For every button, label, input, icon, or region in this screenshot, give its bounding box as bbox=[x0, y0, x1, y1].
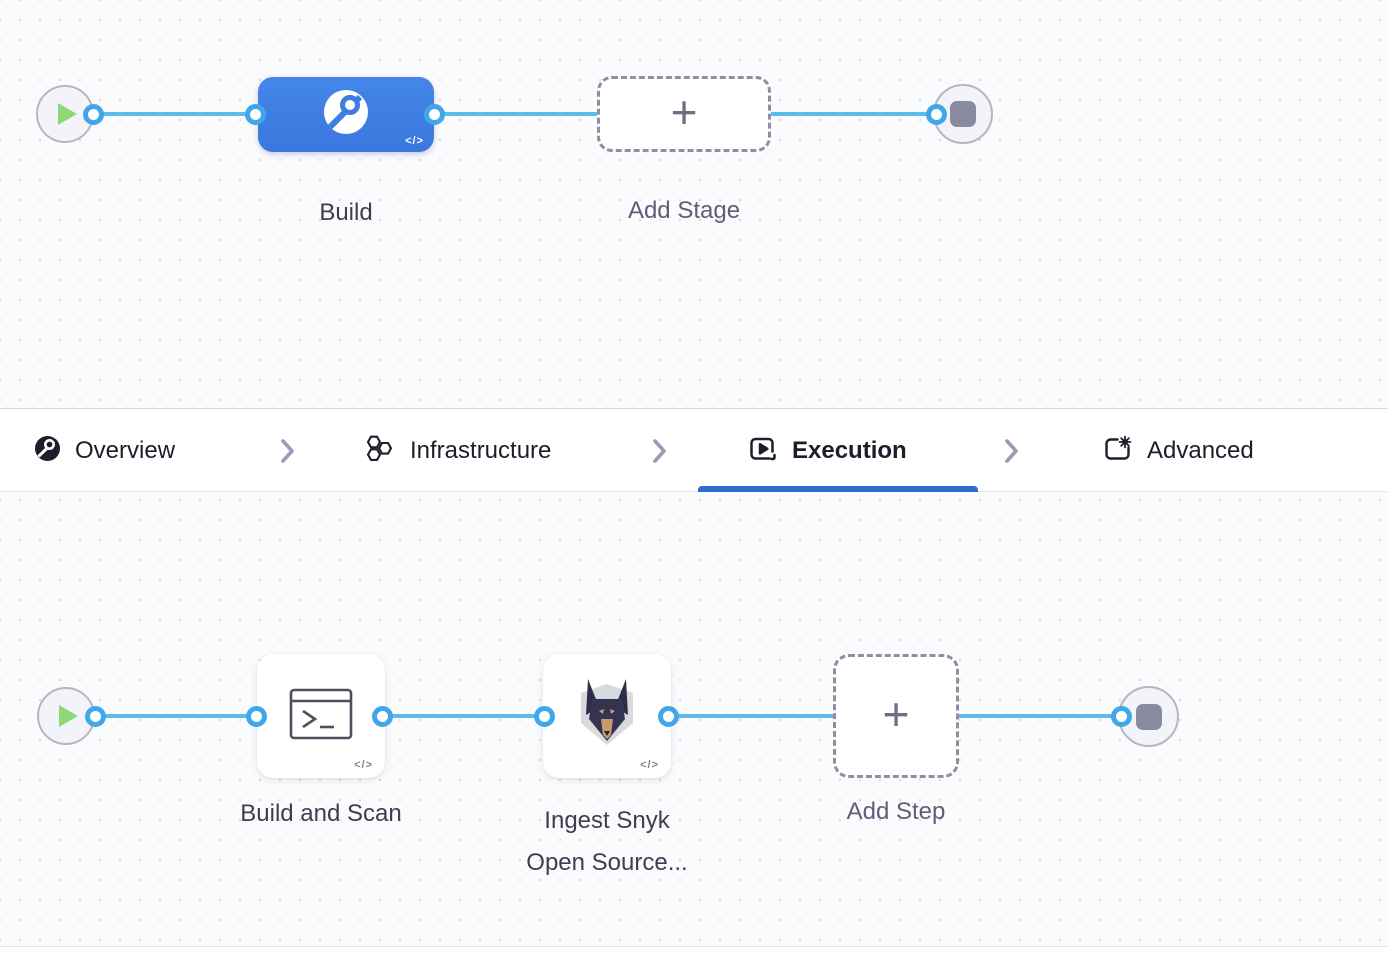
terminal-icon bbox=[289, 688, 353, 745]
add-step-label: Add Step bbox=[846, 798, 946, 825]
code-view-badge[interactable]: </> bbox=[640, 759, 659, 771]
connector-port[interactable] bbox=[83, 104, 104, 125]
stage-tab-bar: Overview Infrastructure bbox=[0, 408, 1388, 492]
code-view-badge[interactable]: </> bbox=[405, 135, 424, 147]
stop-icon bbox=[950, 101, 976, 127]
play-icon bbox=[58, 103, 77, 125]
connector-line bbox=[434, 112, 598, 116]
add-stage-button[interactable]: + bbox=[597, 76, 771, 152]
tab-overview[interactable]: Overview bbox=[34, 409, 175, 493]
connector-port[interactable] bbox=[1111, 706, 1132, 727]
connector-line bbox=[959, 714, 1121, 718]
infrastructure-icon bbox=[364, 434, 396, 469]
connector-line bbox=[95, 714, 257, 718]
step-card-ingest-snyk[interactable]: </> bbox=[543, 654, 671, 778]
connector-port[interactable] bbox=[372, 706, 393, 727]
advanced-icon bbox=[1103, 434, 1133, 469]
chevron-right-icon bbox=[280, 438, 295, 469]
plus-icon: + bbox=[670, 86, 698, 138]
connector-line bbox=[93, 112, 255, 116]
pipeline-overview-icon bbox=[34, 435, 61, 467]
plus-icon: + bbox=[882, 688, 910, 740]
ci-build-icon bbox=[322, 88, 370, 141]
step-card-build-and-scan[interactable]: </> bbox=[257, 654, 385, 778]
tab-advanced[interactable]: Advanced bbox=[1103, 409, 1254, 493]
connector-port[interactable] bbox=[534, 706, 555, 727]
tab-label: Infrastructure bbox=[410, 437, 552, 464]
stage-card-build[interactable]: </> bbox=[258, 77, 434, 152]
step-label: Build and Scan bbox=[240, 800, 402, 827]
connector-port[interactable] bbox=[424, 104, 445, 125]
tab-label: Execution bbox=[792, 437, 907, 464]
connector-port[interactable] bbox=[658, 706, 679, 727]
step-label: Ingest Snyk Open Source... bbox=[477, 800, 737, 884]
active-tab-underline bbox=[698, 486, 978, 492]
add-stage-label: Add Stage bbox=[627, 197, 741, 224]
connector-port[interactable] bbox=[85, 706, 106, 727]
chevron-right-icon bbox=[652, 438, 667, 469]
connector-line bbox=[771, 112, 936, 116]
connector-port[interactable] bbox=[245, 104, 266, 125]
tab-label: Overview bbox=[75, 437, 176, 464]
add-step-button[interactable]: + bbox=[833, 654, 959, 778]
code-view-badge[interactable]: </> bbox=[354, 759, 373, 771]
execution-end-node[interactable] bbox=[1118, 686, 1179, 747]
connector-port[interactable] bbox=[926, 104, 947, 125]
step-label-line2: Open Source... bbox=[526, 849, 688, 876]
snyk-doberman-icon bbox=[568, 673, 646, 760]
tab-label: Advanced bbox=[1147, 437, 1254, 464]
play-icon bbox=[59, 705, 78, 727]
connector-port[interactable] bbox=[246, 706, 267, 727]
step-label-line1: Ingest Snyk bbox=[544, 807, 670, 834]
gear-glyph bbox=[1118, 435, 1132, 448]
stage-label: Build bbox=[319, 199, 373, 226]
execution-icon bbox=[748, 434, 778, 469]
chevron-right-icon bbox=[1004, 438, 1019, 469]
connector-line bbox=[383, 714, 545, 718]
footer-strip bbox=[0, 946, 1388, 954]
tab-execution[interactable]: Execution bbox=[748, 409, 907, 493]
connector-line bbox=[669, 714, 834, 718]
stop-icon bbox=[1135, 703, 1162, 730]
tab-infrastructure[interactable]: Infrastructure bbox=[364, 409, 551, 493]
